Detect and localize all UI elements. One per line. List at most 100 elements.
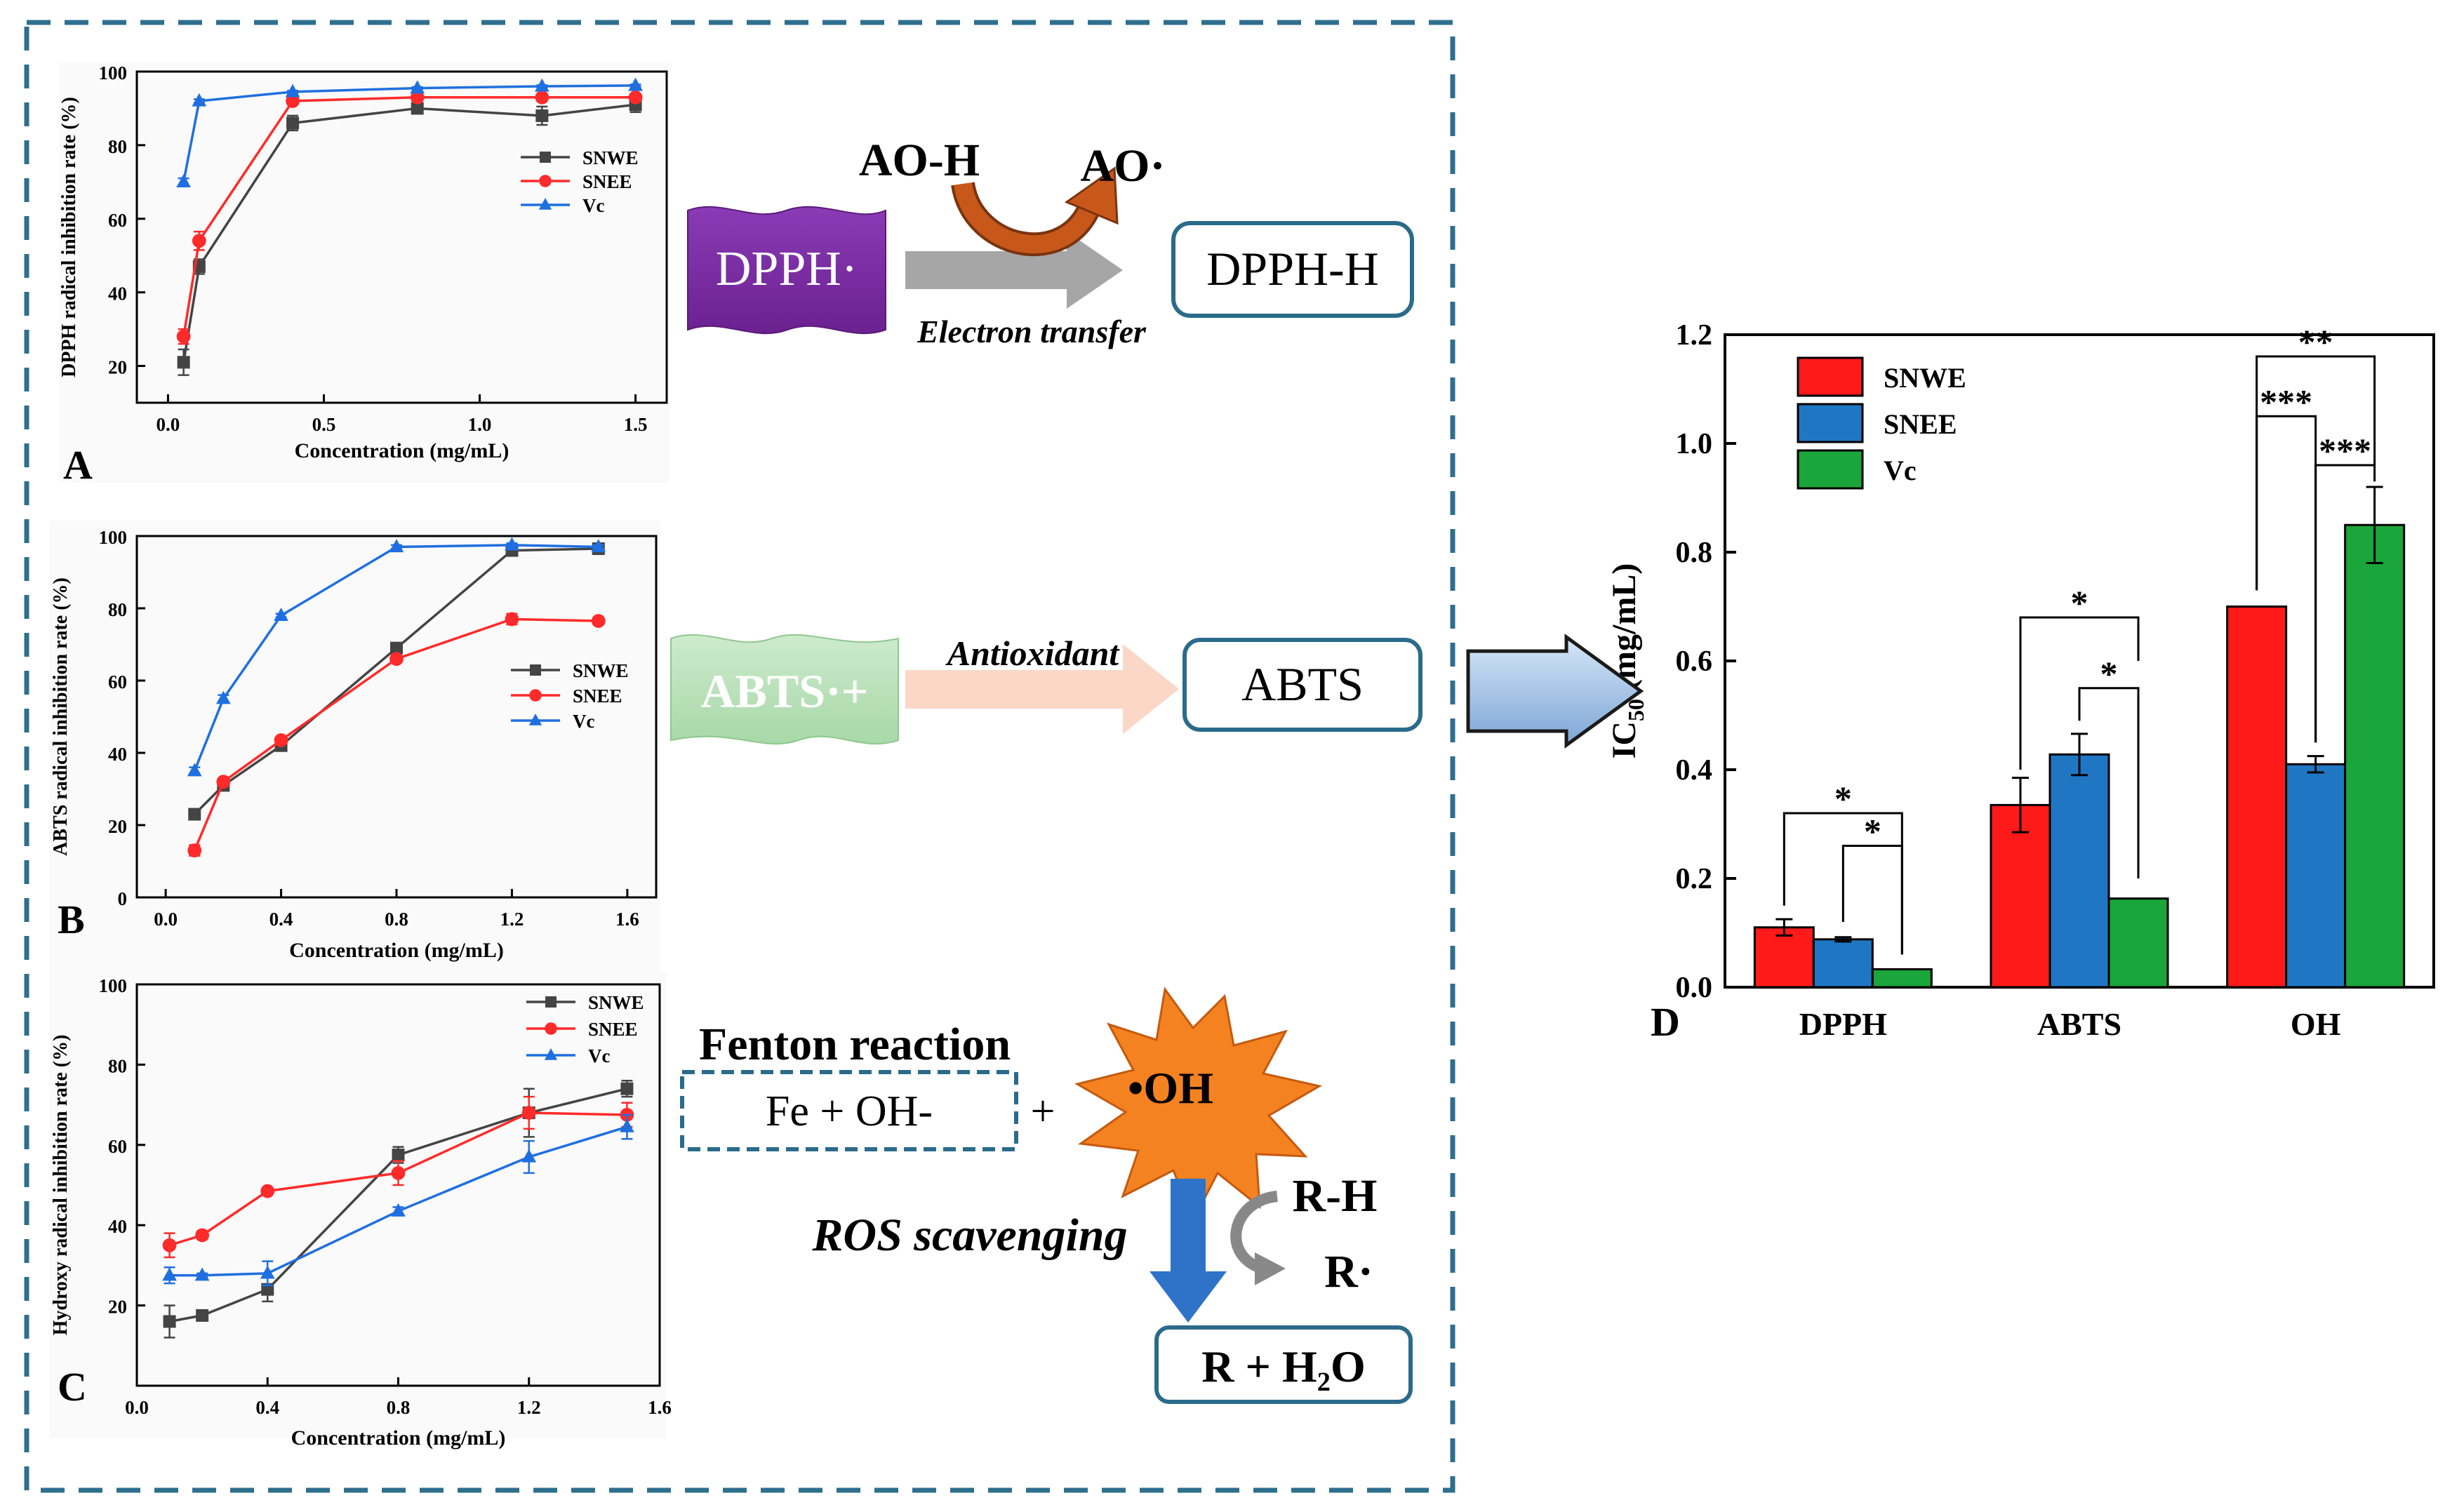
y-tick-label: 0.8 <box>1676 537 1713 569</box>
legend-marker-snwe <box>530 664 541 676</box>
y-tick-label: 80 <box>108 599 127 620</box>
rh-label: R-H <box>1293 1170 1378 1222</box>
fenton-title: Fenton reaction <box>699 1019 1011 1070</box>
data-point-vc <box>535 78 549 92</box>
x-axis-label: Concentration (mg/mL) <box>289 939 504 962</box>
data-point-vc <box>628 77 643 91</box>
data-point-snee <box>410 90 425 105</box>
abts-box <box>1182 638 1422 732</box>
oh-scheme: Fenton reaction Fe + OH- + •OH ROS scave… <box>680 986 1413 1404</box>
chart-background <box>49 972 667 1438</box>
legend-label-snee: SNEE <box>588 1019 638 1040</box>
r-h2o-label: R + H₂O <box>1201 1342 1365 1391</box>
panel-letter-b: B <box>58 897 85 942</box>
data-point-vc <box>215 690 231 704</box>
y-tick-label: 80 <box>108 136 127 157</box>
significance-label: *** <box>2260 382 2312 421</box>
data-point-vc <box>260 1265 275 1279</box>
data-point-vc <box>620 1118 634 1132</box>
significance-bracket <box>2019 616 2140 770</box>
donor-ao-h: AO-H <box>859 135 980 186</box>
chart-background <box>59 62 669 483</box>
legend-label-snwe: SNWE <box>582 147 639 168</box>
abts-radical-banner <box>670 634 899 745</box>
dpph-radical-label: DPPH· <box>716 242 858 296</box>
data-point-snee <box>195 1228 210 1243</box>
bar-abts-snee <box>2048 753 2110 989</box>
data-point-vc <box>410 80 425 94</box>
abts-label: ABTS <box>1241 657 1364 711</box>
dpph-h-box <box>1171 221 1414 318</box>
data-point-snwe <box>620 1082 634 1095</box>
x-tick-label: 0.4 <box>255 1397 279 1418</box>
y-tick-label: 0.2 <box>1676 863 1713 895</box>
data-point-vc <box>389 539 404 553</box>
significance-label: ** <box>2298 322 2333 361</box>
data-point-snee <box>591 614 606 628</box>
electron-transfer-arrowhead <box>1064 166 1119 225</box>
legend-label-snee: SNEE <box>582 171 632 192</box>
data-point-vc <box>176 174 191 187</box>
y-tick-label: 1.2 <box>1676 319 1713 352</box>
data-point-vc <box>274 608 288 621</box>
x-axis-label: Concentration (mg/mL) <box>291 1426 506 1450</box>
data-point-snee <box>521 1106 536 1120</box>
bar-dpph-snee <box>1812 938 1874 989</box>
x-tick-label: OH <box>2291 1006 2341 1042</box>
data-point-snwe <box>196 1309 209 1322</box>
y-tick-label: 0 <box>118 888 128 909</box>
y-tick-label: 100 <box>99 975 128 996</box>
data-point-vc <box>505 537 519 551</box>
x-tick-label: 0.0 <box>154 909 178 930</box>
big-right-arrow <box>1466 634 1644 749</box>
significance-label: *** <box>2319 431 2371 470</box>
y-tick-label: 80 <box>108 1055 127 1076</box>
legend-swatch-snee <box>1797 403 1864 443</box>
ros-scavenging-arrow <box>1150 1179 1227 1323</box>
x-tick-label: 0.0 <box>156 414 180 435</box>
data-point-snee <box>187 843 202 857</box>
dpph-arrow-label: Electron transfer <box>917 314 1147 349</box>
y-tick-label: 0.6 <box>1676 645 1713 678</box>
x-tick-label: 0.8 <box>387 1397 411 1418</box>
data-point-snee <box>389 652 404 666</box>
dpph-h-label: DPPH-H <box>1206 242 1379 295</box>
legend-label-snwe: SNWE <box>588 992 644 1013</box>
y-axis-label: IC50 (mg/mL) <box>1606 563 1648 759</box>
abts-reaction-arrow <box>905 644 1179 734</box>
hydroxyl-radical-star <box>1074 986 1323 1224</box>
legend-swatch-snwe <box>1797 356 1864 397</box>
legend-marker-vc <box>528 714 542 725</box>
data-point-snee <box>176 329 191 344</box>
abts-radical-label: ABTS·+ <box>700 664 868 718</box>
legend-swatch-vc <box>1797 449 1864 490</box>
donor-product-ao: AO· <box>1080 140 1165 192</box>
data-point-vc <box>285 83 300 98</box>
data-point-vc <box>521 1149 537 1163</box>
y-tick-label: 0.0 <box>1676 972 1713 1004</box>
dpph-radical-banner <box>687 206 886 335</box>
abts-arrow-label: Antioxidant <box>945 634 1121 673</box>
data-point-snee <box>535 90 549 105</box>
legend-marker-snwe <box>540 152 551 163</box>
x-tick-label: 0.8 <box>385 909 408 930</box>
data-point-snee <box>274 733 288 747</box>
significance-label: * <box>2071 583 2088 622</box>
y-tick-label: 40 <box>108 744 127 765</box>
y-tick-label: 60 <box>108 671 127 693</box>
fenton-reagents: Fe + OH- <box>766 1088 933 1135</box>
series-line-vc <box>182 84 636 182</box>
x-tick-label: 0.4 <box>269 909 293 930</box>
data-point-snee <box>286 94 300 108</box>
data-point-snee <box>192 234 206 248</box>
legend-marker-snee <box>545 1022 557 1035</box>
r-radical-label: R· <box>1324 1246 1373 1297</box>
legend-marker-vc <box>544 1048 558 1060</box>
panel-letter-d: D <box>1651 999 1680 1045</box>
legend-marker-snwe <box>545 996 557 1008</box>
hydroxyl-radical-label: •OH <box>1128 1063 1213 1113</box>
significance-bracket <box>1841 845 1903 955</box>
